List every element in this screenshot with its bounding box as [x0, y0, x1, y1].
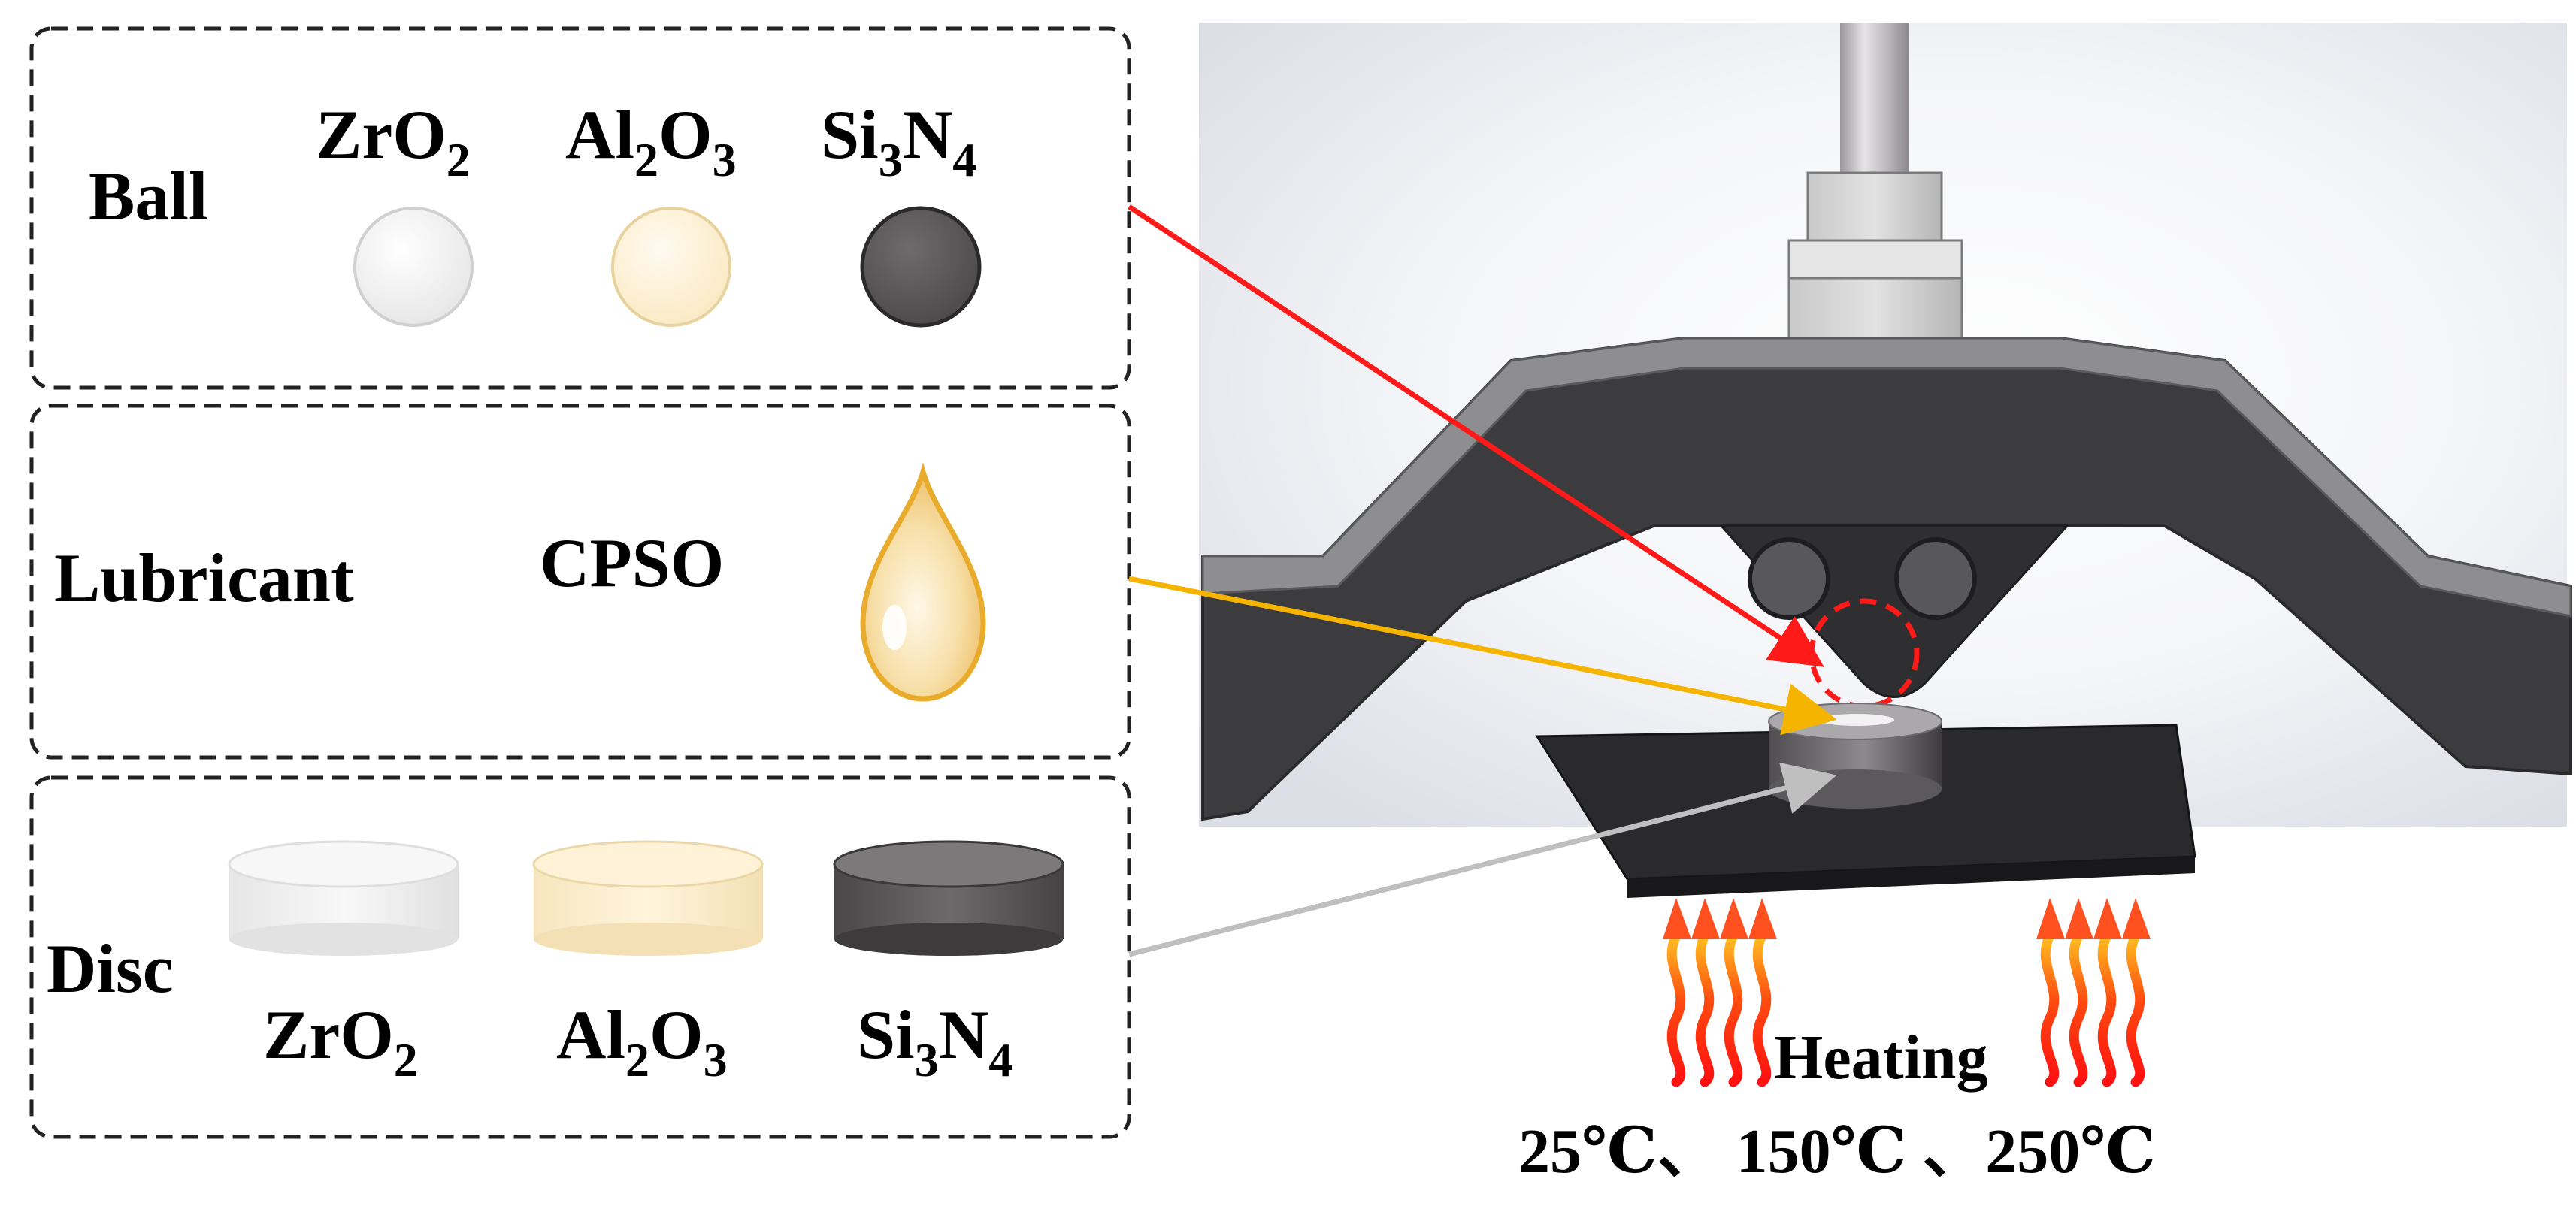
ball-material-si3n4: Si3N4	[821, 96, 976, 186]
ball-material-zro2: ZrO2	[316, 96, 471, 186]
disc-al2o3	[532, 840, 764, 956]
apparatus: Heating 25℃、 150℃ 、250℃	[1199, 23, 2572, 1186]
ball-si3n4	[860, 206, 982, 328]
disc-si3n4	[833, 840, 1064, 956]
lubricant-panel: Lubricant CPSO	[29, 404, 1131, 760]
frame-top-face	[1201, 337, 2572, 618]
lubricant-label: Lubricant	[54, 540, 354, 616]
holder-hole-left	[1748, 537, 1830, 620]
disc-zro2	[228, 840, 459, 956]
temperature-label: 25℃、 150℃ 、250℃	[1518, 1117, 2156, 1186]
holder-hole-right	[1894, 537, 1977, 620]
ball-material-al2o3: Al2O3	[565, 96, 737, 186]
disc-material-si3n4: Si3N4	[857, 996, 1013, 1087]
disc-material-zro2: ZrO2	[263, 996, 418, 1087]
lubricant-connector-arrow	[1128, 576, 1837, 736]
lubricant-name: CPSO	[540, 524, 724, 601]
ball-panel: Ball ZrO2 Al2O3 Si3N4	[29, 26, 1131, 390]
disc-panel: Disc ZrO2 Al2O3 Si3N4	[29, 775, 1131, 1139]
plate-edge	[1627, 857, 2195, 898]
disc-connector-arrow	[1128, 762, 1837, 957]
ball-al2o3	[611, 207, 731, 327]
drop-highlight	[882, 605, 907, 650]
specimen-bottom	[1769, 769, 1942, 809]
disc-panel-border	[29, 775, 1131, 1139]
ball-label: Ball	[89, 158, 207, 234]
heat-source-right	[2036, 898, 2151, 1087]
ball-connector-arrow	[1128, 204, 1824, 667]
heat-source-left	[1663, 898, 1777, 1087]
disc-label: Disc	[47, 930, 174, 1007]
ball-panel-border	[29, 26, 1131, 390]
ball-zro2	[353, 207, 474, 327]
lubricant-film	[1819, 714, 1894, 726]
heating-label: Heating	[1774, 1023, 1988, 1093]
load-rod	[1840, 23, 1909, 195]
rod-collar	[1806, 171, 1943, 246]
oil-drop-icon	[860, 462, 986, 702]
disc-material-al2o3: Al2O3	[556, 996, 728, 1087]
